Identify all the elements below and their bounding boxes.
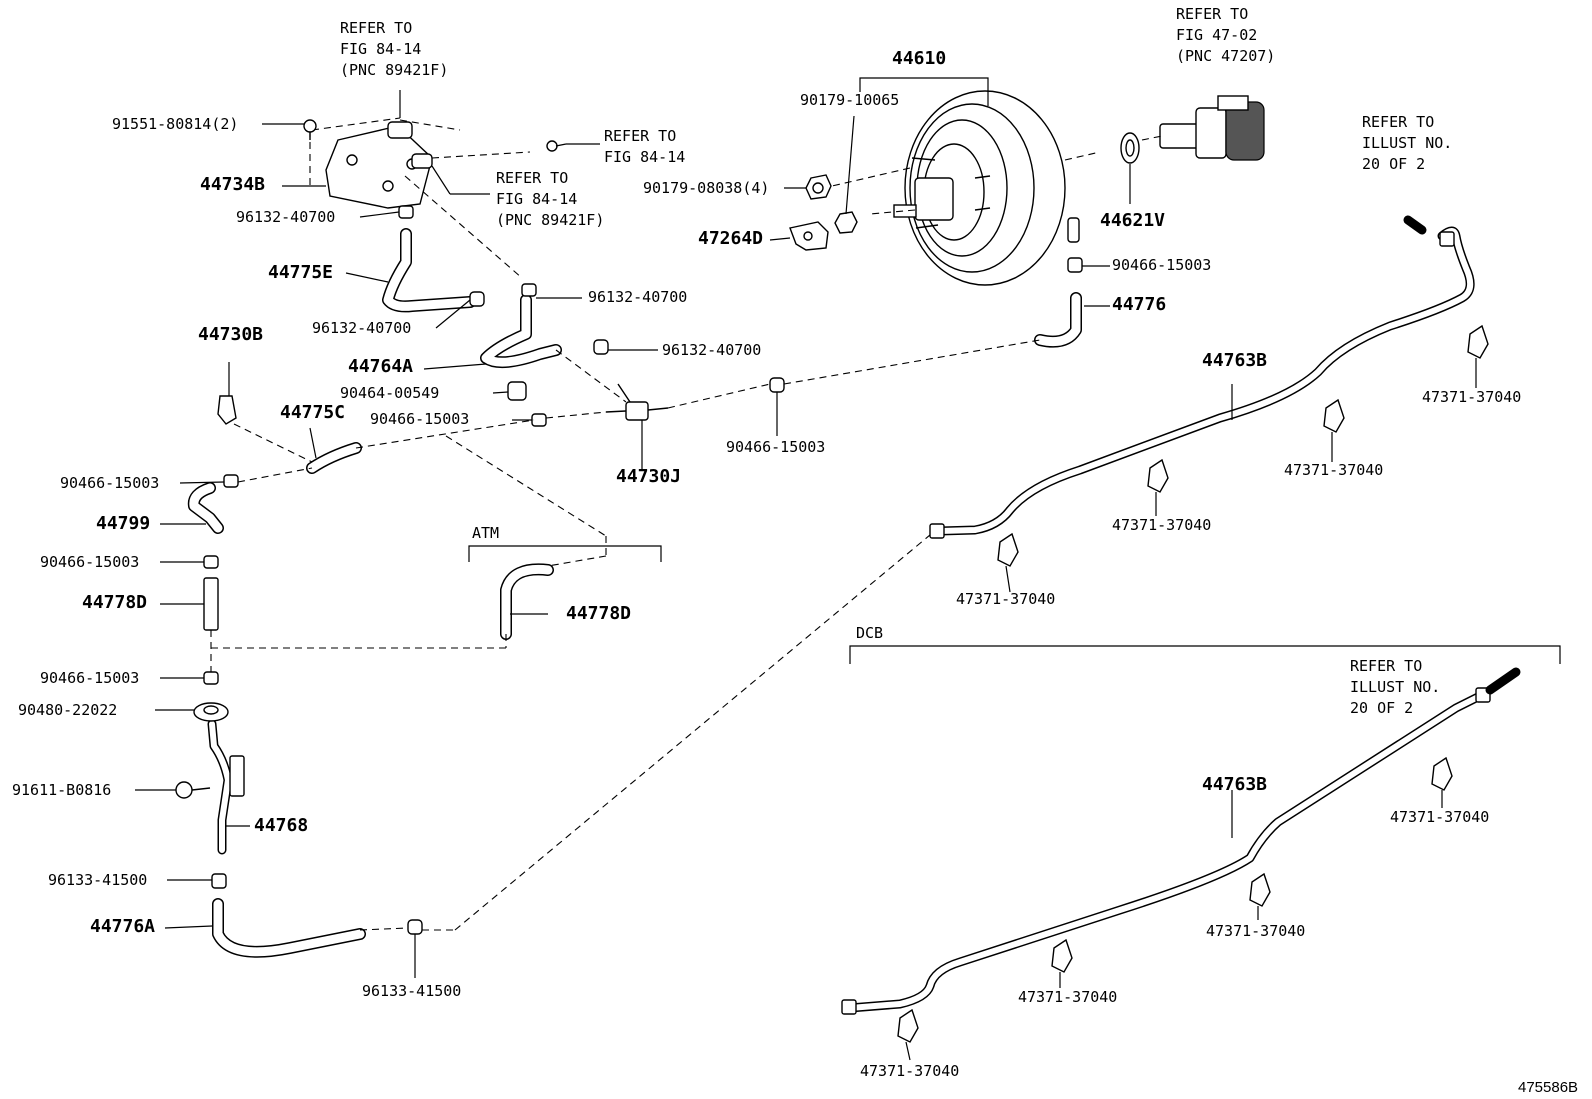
ref-illust-bottom: REFER TO ILLUST NO. 20 OF 2 [1350, 657, 1441, 717]
hose-44776 [1034, 292, 1082, 348]
label-90466-15003-b: 90466-15003 [370, 410, 470, 428]
label-44776A: 44776A [90, 916, 156, 937]
label-44778D-left: 44778D [82, 592, 148, 613]
label-90466-15003-a: 90466-15003 [1112, 256, 1212, 274]
tube-44763B-bottom [841, 667, 1521, 1015]
label-44730J: 44730J [616, 466, 682, 487]
label-clip-t4: 47371-37040 [956, 590, 1056, 608]
nut-90179-08038 [805, 174, 832, 200]
label-47264D: 47264D [698, 228, 764, 249]
label-96132-40700-b: 96132-40700 [588, 288, 688, 306]
bolt-91611-B0816 [175, 781, 211, 799]
label-clip-t1: 47371-37040 [1422, 388, 1522, 406]
label-clip-b1: 47371-37040 [1390, 808, 1490, 826]
label-44763B-bottom: 44763B [1202, 774, 1268, 795]
label-44775C: 44775C [280, 402, 346, 423]
brake-booster-44610 [831, 90, 1101, 286]
routing-lines [210, 339, 1041, 931]
group-dcb: DCB [856, 624, 884, 642]
group-atm: ATM [472, 524, 500, 542]
hose-44778D-left [203, 577, 219, 631]
label-91611-B0816: 91611-B0816 [12, 781, 112, 799]
hose-44764A [480, 294, 562, 369]
label-90466-15003-e: 90466-15003 [40, 553, 140, 571]
hose-44776A [212, 898, 366, 958]
label-44610: 44610 [892, 48, 947, 69]
label-44768: 44768 [254, 815, 309, 836]
seal-44621V [1120, 132, 1140, 164]
grommet-90480-22022 [193, 702, 229, 722]
label-90480-22022: 90480-22022 [18, 701, 118, 719]
label-96133-41500-a: 96133-41500 [48, 871, 148, 889]
nut-90179-10065 [834, 211, 858, 234]
label-90466-15003-f: 90466-15003 [40, 669, 140, 687]
label-44621V: 44621V [1100, 210, 1166, 231]
label-96132-40700-a: 96132-40700 [236, 208, 336, 226]
pipe-44768 [207, 719, 245, 855]
label-44764A: 44764A [348, 356, 414, 377]
check-valve-44730J [605, 383, 669, 421]
bracket-44734B [309, 117, 531, 279]
label-44734B: 44734B [200, 174, 266, 195]
label-96133-41500-b: 96133-41500 [362, 982, 462, 1000]
connector-44730B [217, 395, 237, 425]
label-91551-80814: 91551-80814(2) [112, 115, 239, 133]
ref-fig47-02: REFER TO FIG 47-02 (PNC 47207) [1176, 5, 1276, 65]
label-90464-00549: 90464-00549 [340, 384, 440, 402]
tube-44763B-top [929, 215, 1475, 539]
label-clip-b3: 47371-37040 [1018, 988, 1118, 1006]
dcb-bracket [849, 645, 1561, 664]
label-90179-08038: 90179-08038(4) [643, 179, 770, 197]
label-44763B-top: 44763B [1202, 350, 1268, 371]
master-cylinder-ref [1141, 95, 1265, 161]
clips-bottom [897, 756, 1453, 1043]
hose-44778D-right [500, 563, 554, 640]
label-44799: 44799 [96, 513, 151, 534]
bolt-91551-80814 [303, 119, 317, 140]
atm-bracket [468, 545, 662, 562]
ref-fig84-14: REFER TO FIG 84-14 [604, 127, 686, 166]
label-90466-15003-d: 90466-15003 [60, 474, 160, 492]
ref-fig84-14-pnc-top: REFER TO FIG 84-14 (PNC 89421F) [340, 19, 449, 79]
ref-illust-top: REFER TO ILLUST NO. 20 OF 2 [1362, 113, 1453, 173]
hose-44775E [382, 228, 476, 313]
label-44776: 44776 [1112, 294, 1167, 315]
label-clip-b4: 47371-37040 [860, 1062, 960, 1080]
ref-fig84-14-pnc-mid: REFER TO FIG 84-14 (PNC 89421F) [496, 169, 605, 229]
clips-top [997, 324, 1489, 567]
bolt-ref-84-14 [546, 140, 567, 152]
label-44775E: 44775E [268, 262, 334, 283]
label-90466-15003-c: 90466-15003 [726, 438, 826, 456]
label-90179-10065: 90179-10065 [800, 91, 900, 109]
label-clip-t2: 47371-37040 [1284, 461, 1384, 479]
hose-44775C [306, 442, 362, 474]
label-clip-t3: 47371-37040 [1112, 516, 1212, 534]
label-96132-40700-c: 96132-40700 [312, 319, 412, 337]
bracket-47264D [789, 221, 829, 251]
hose-44799 [187, 482, 224, 534]
label-96132-40700-d: 96132-40700 [662, 341, 762, 359]
label-clip-b2: 47371-37040 [1206, 922, 1306, 940]
label-44730B: 44730B [198, 324, 264, 345]
leader-lines [135, 90, 1477, 1061]
bracket-44610 [859, 77, 989, 106]
label-44778D-right: 44778D [566, 603, 632, 624]
diagram-id: 475586B [1518, 1079, 1579, 1096]
clamps [203, 205, 1083, 935]
